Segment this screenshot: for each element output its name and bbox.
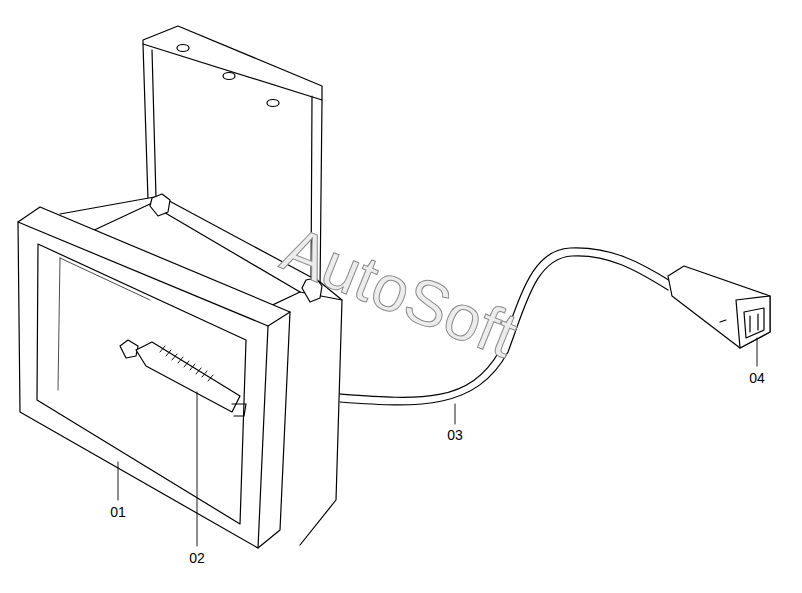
plug-notch xyxy=(720,320,726,322)
reflector-line xyxy=(58,258,150,390)
bulb xyxy=(136,342,240,412)
bracket-left-inner xyxy=(152,50,156,198)
bulb-end xyxy=(232,404,246,416)
callout-number: 01 xyxy=(108,504,128,520)
pivot-knob xyxy=(150,194,170,216)
front-glass xyxy=(37,244,246,524)
callout-number: 03 xyxy=(445,427,465,443)
callout-number: 04 xyxy=(747,370,767,386)
bulb-coil xyxy=(160,346,213,381)
leader-line xyxy=(118,462,119,500)
mounting-hole xyxy=(177,45,189,52)
leader-line xyxy=(455,404,456,424)
bracket-top xyxy=(143,26,322,100)
frame-edge xyxy=(18,222,268,548)
mounting-hole xyxy=(267,100,279,107)
bracket-left xyxy=(143,44,148,200)
frame-edge xyxy=(268,312,290,326)
leader-line xyxy=(197,392,198,546)
plug-pin xyxy=(750,314,758,332)
bulb-end xyxy=(120,340,138,358)
mounting-hole xyxy=(223,73,235,80)
plug-body xyxy=(668,266,770,348)
watermark: AutoSoft xyxy=(274,216,526,367)
front-frame xyxy=(18,207,290,548)
plug-face xyxy=(736,296,770,348)
callout-number: 02 xyxy=(187,550,207,566)
plug-socket xyxy=(744,308,764,338)
leader-line xyxy=(757,338,758,366)
